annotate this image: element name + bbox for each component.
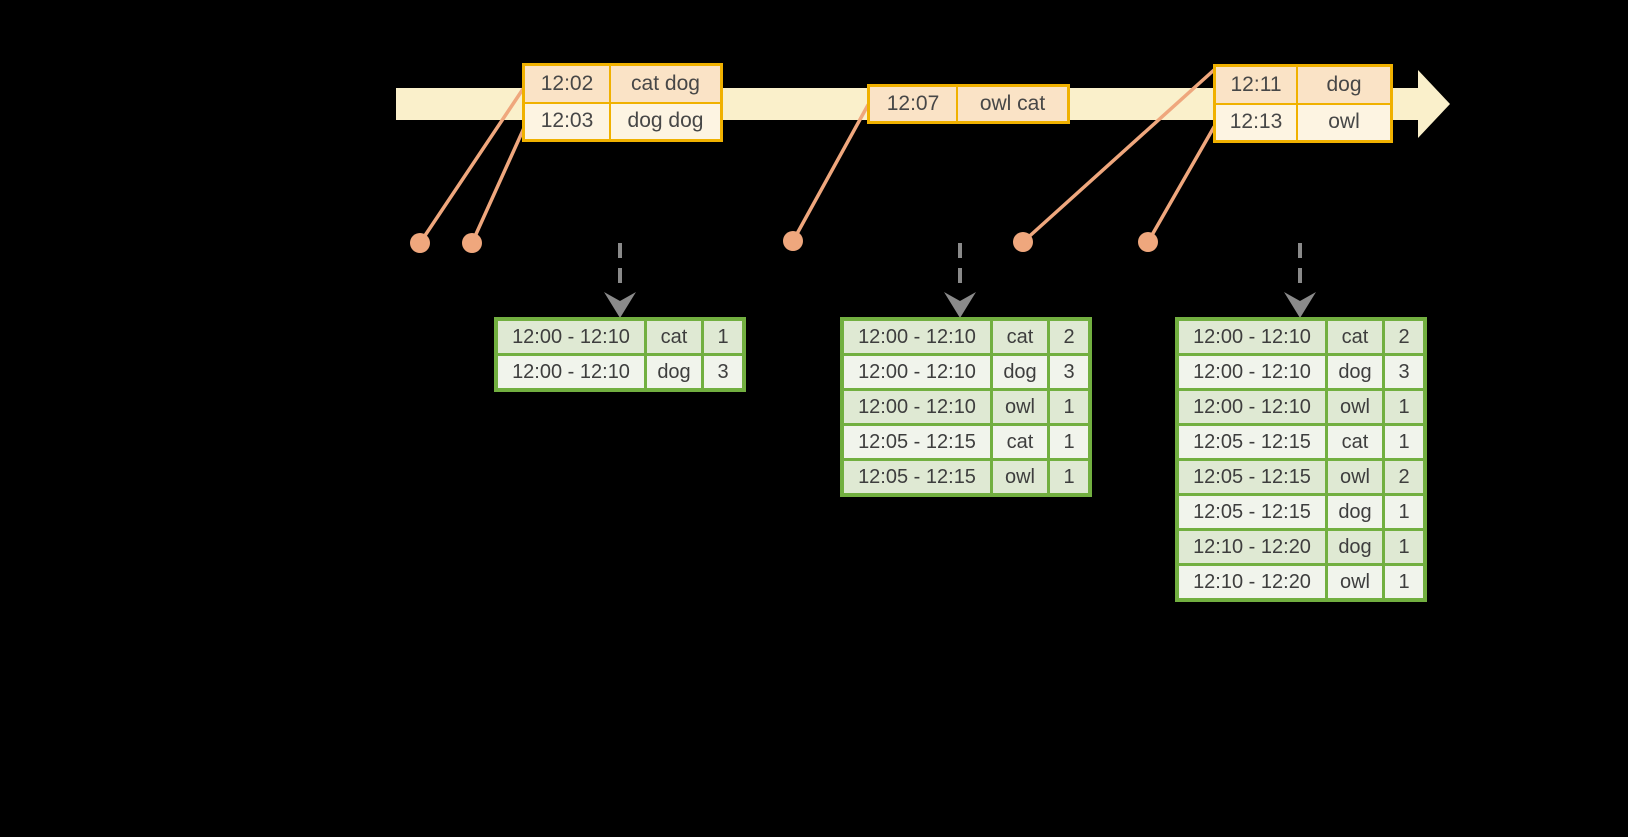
- event-time-cell: 12:07: [870, 87, 956, 121]
- word-cell: dog: [993, 356, 1047, 388]
- result-table-3: 12:00 - 12:10 cat 2 12:00 - 12:10 dog 3 …: [1175, 317, 1427, 602]
- word-cell: owl: [993, 391, 1047, 423]
- event-words-cell: dog dog: [611, 103, 720, 139]
- word-cell: owl: [993, 461, 1047, 493]
- window-cell: 12:00 - 12:10: [844, 356, 990, 388]
- word-cell: owl: [1328, 391, 1382, 423]
- event-time-cell: 12:02: [525, 66, 609, 102]
- result-table-1: 12:00 - 12:10 cat 1 12:00 - 12:10 dog 3: [494, 317, 746, 392]
- event-time-cell: 12:03: [525, 103, 609, 139]
- count-cell: 1: [1385, 566, 1423, 598]
- window-cell: 12:00 - 12:10: [1179, 391, 1325, 423]
- event-words-cell: owl cat: [958, 87, 1067, 121]
- word-cell: dog: [1328, 356, 1382, 388]
- word-cell: dog: [1328, 496, 1382, 528]
- count-cell: 1: [1385, 531, 1423, 563]
- event-dot: [1138, 232, 1158, 252]
- count-cell: 3: [1050, 356, 1088, 388]
- event-dot: [1013, 232, 1033, 252]
- word-cell: cat: [993, 321, 1047, 353]
- window-cell: 12:00 - 12:10: [1179, 321, 1325, 353]
- word-cell: owl: [1328, 566, 1382, 598]
- result-table-2: 12:00 - 12:10 cat 2 12:00 - 12:10 dog 3 …: [840, 317, 1092, 497]
- count-cell: 1: [1050, 461, 1088, 493]
- event-dot: [462, 233, 482, 253]
- count-cell: 1: [1385, 426, 1423, 458]
- word-cell: dog: [647, 356, 701, 388]
- trigger-arrow-icon: [604, 243, 636, 318]
- window-cell: 12:05 - 12:15: [844, 461, 990, 493]
- count-cell: 3: [1385, 356, 1423, 388]
- window-cell: 12:00 - 12:10: [844, 391, 990, 423]
- event-connector-line: [418, 87, 525, 245]
- event-words-cell: cat dog: [611, 66, 720, 102]
- window-cell: 12:00 - 12:10: [1179, 356, 1325, 388]
- timeline-arrowhead-icon: [1418, 70, 1450, 138]
- event-connector-line: [1021, 68, 1216, 244]
- word-cell: cat: [1328, 321, 1382, 353]
- event-time-cell: 12:11: [1216, 67, 1296, 103]
- count-cell: 2: [1050, 321, 1088, 353]
- event-dot: [410, 233, 430, 253]
- count-cell: 1: [1385, 496, 1423, 528]
- event-dot: [783, 231, 803, 251]
- window-cell: 12:05 - 12:15: [1179, 496, 1325, 528]
- event-box-1: 12:02 cat dog 12:03 dog dog: [522, 63, 723, 142]
- word-cell: owl: [1328, 461, 1382, 493]
- count-cell: 3: [704, 356, 742, 388]
- count-cell: 1: [1050, 426, 1088, 458]
- event-connector-line: [1146, 125, 1216, 244]
- word-cell: cat: [1328, 426, 1382, 458]
- window-cell: 12:00 - 12:10: [844, 321, 990, 353]
- word-cell: dog: [1328, 531, 1382, 563]
- event-words-cell: owl: [1298, 104, 1390, 140]
- trigger-arrow-icon: [1284, 243, 1316, 318]
- event-connector-line: [470, 126, 526, 245]
- window-cell: 12:05 - 12:15: [1179, 426, 1325, 458]
- window-cell: 12:05 - 12:15: [1179, 461, 1325, 493]
- window-cell: 12:05 - 12:15: [844, 426, 990, 458]
- window-cell: 12:00 - 12:10: [498, 356, 644, 388]
- count-cell: 1: [1050, 391, 1088, 423]
- count-cell: 1: [704, 321, 742, 353]
- word-cell: cat: [993, 426, 1047, 458]
- event-connector-line: [791, 103, 870, 243]
- event-box-2: 12:07 owl cat: [867, 84, 1070, 124]
- count-cell: 2: [1385, 321, 1423, 353]
- count-cell: 2: [1385, 461, 1423, 493]
- trigger-arrow-icon: [944, 243, 976, 318]
- word-cell: cat: [647, 321, 701, 353]
- event-time-cell: 12:13: [1216, 104, 1296, 140]
- event-words-cell: dog: [1298, 67, 1390, 103]
- count-cell: 1: [1385, 391, 1423, 423]
- window-cell: 12:10 - 12:20: [1179, 566, 1325, 598]
- event-box-3: 12:11 dog 12:13 owl: [1213, 64, 1393, 143]
- window-cell: 12:10 - 12:20: [1179, 531, 1325, 563]
- window-cell: 12:00 - 12:10: [498, 321, 644, 353]
